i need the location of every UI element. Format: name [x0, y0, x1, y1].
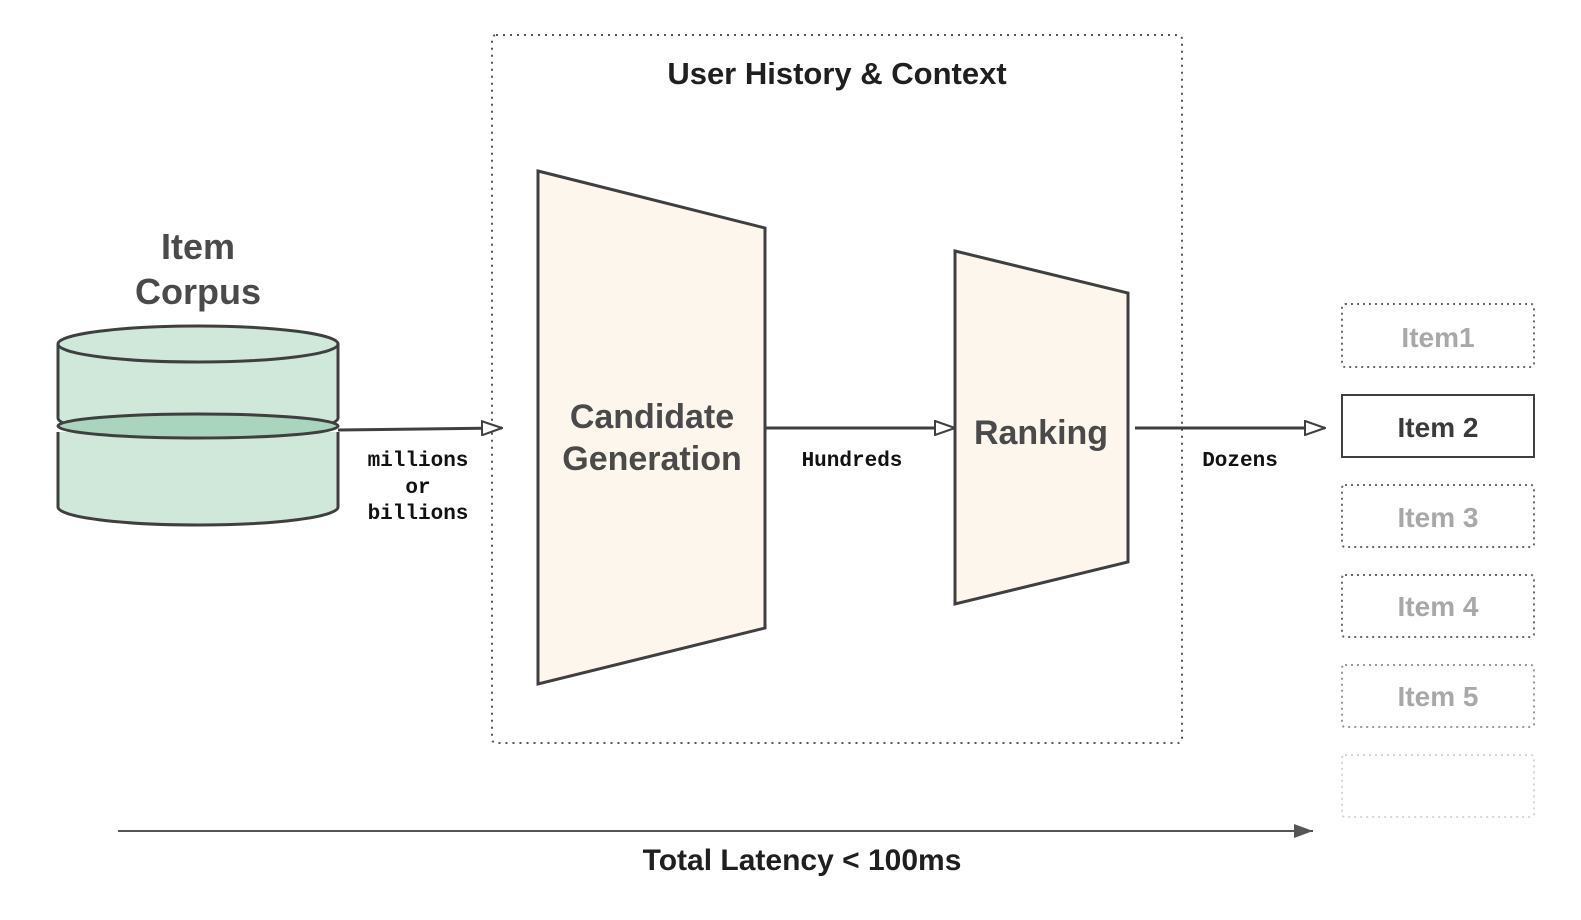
item-corpus-label-line1: Item — [161, 226, 235, 267]
database-icon — [56, 324, 340, 527]
output-item-2-box — [1341, 394, 1535, 458]
database-top-cap — [56, 324, 340, 364]
output-item-list: Item1 Item 2 Item 3 Item 4 Item 5 — [1341, 303, 1535, 818]
output-item-3: Item 3 — [1341, 484, 1535, 548]
arrow-corpus-to-candidates — [337, 428, 502, 430]
output-item-1-label: Item1 — [1401, 322, 1474, 353]
ranking-funnel — [953, 249, 1130, 606]
item-corpus-label-line2: Corpus — [135, 271, 261, 312]
candidate-generation-funnel — [536, 169, 767, 686]
output-item-4: Item 4 — [1341, 574, 1535, 638]
output-item-3-box — [1341, 484, 1535, 548]
output-item-4-label: Item 4 — [1398, 591, 1479, 622]
flow-label-or: or — [405, 477, 430, 500]
database-lower-disk — [56, 432, 340, 527]
flow-corpus-to-candidates: millions or billions — [337, 428, 502, 526]
output-item-1: Item1 — [1341, 303, 1535, 368]
ranking-label: Ranking — [974, 414, 1108, 452]
latency-label: Total Latency < 100ms — [643, 844, 962, 877]
latency-axis: Total Latency < 100ms — [118, 824, 1313, 877]
output-item-2: Item 2 — [1341, 394, 1535, 458]
output-item-6-box — [1341, 754, 1535, 818]
item-corpus-group: Item Corpus — [56, 226, 340, 527]
output-item-6 — [1341, 754, 1535, 818]
flow-label-hundreds: Hundreds — [802, 450, 903, 473]
output-item-5-box — [1341, 664, 1535, 728]
user-context-group: User History & Context — [491, 34, 1183, 744]
user-context-title: User History & Context — [667, 56, 1006, 91]
output-item-5: Item 5 — [1341, 664, 1535, 728]
flow-label-billions: billions — [368, 503, 469, 526]
output-item-3-label: Item 3 — [1398, 502, 1479, 533]
flow-candidates-to-ranking: Hundreds — [765, 428, 955, 473]
output-item-4-box — [1341, 574, 1535, 638]
ranking-stage: Ranking — [953, 249, 1130, 606]
output-item-5-label: Item 5 — [1398, 681, 1479, 712]
flow-ranking-to-output: Dozens — [1135, 428, 1325, 473]
flow-label-dozens: Dozens — [1202, 450, 1278, 473]
flow-label-millions: millions — [368, 450, 469, 473]
database-middle-cap — [56, 412, 340, 440]
candidate-generation-label-line1: Candidate — [570, 398, 734, 436]
candidate-generation-stage: Candidate Generation — [536, 169, 767, 686]
output-item-2-label: Item 2 — [1398, 412, 1479, 443]
candidate-generation-label-line2: Generation — [562, 440, 741, 478]
